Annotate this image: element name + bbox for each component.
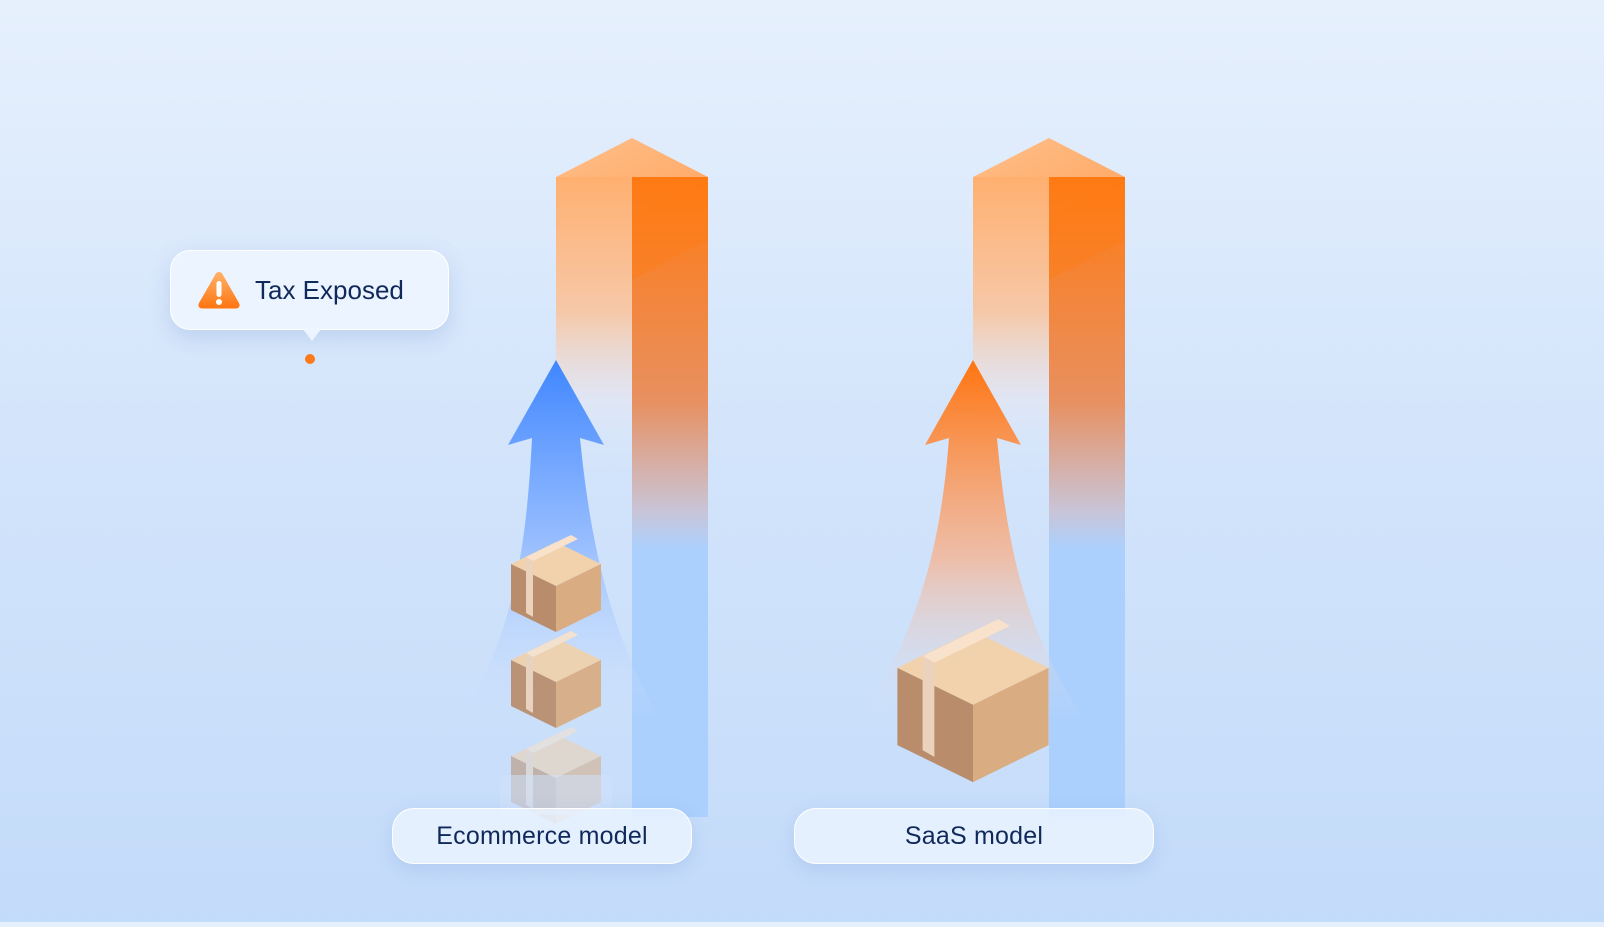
saas-model-text: SaaS model	[904, 821, 1044, 850]
threshold-dot	[305, 354, 315, 364]
ecommerce-growth-arrow	[460, 360, 660, 720]
saas-model-label: SaaS model	[794, 808, 1154, 864]
warning-icon	[198, 272, 240, 309]
saas-growth-arrow	[860, 360, 1085, 720]
callout-label: Tax Exposed	[255, 274, 404, 305]
callout-pointer	[302, 328, 322, 341]
ecommerce-bar	[556, 138, 708, 817]
ecommerce-model-label: Ecommerce model	[392, 808, 692, 864]
tax-exposed-callout: Tax Exposed	[170, 250, 449, 330]
ecommerce-model-text: Ecommerce model	[436, 821, 648, 850]
ecommerce-boxes	[500, 535, 612, 824]
tax-threshold-line	[305, 354, 1604, 364]
